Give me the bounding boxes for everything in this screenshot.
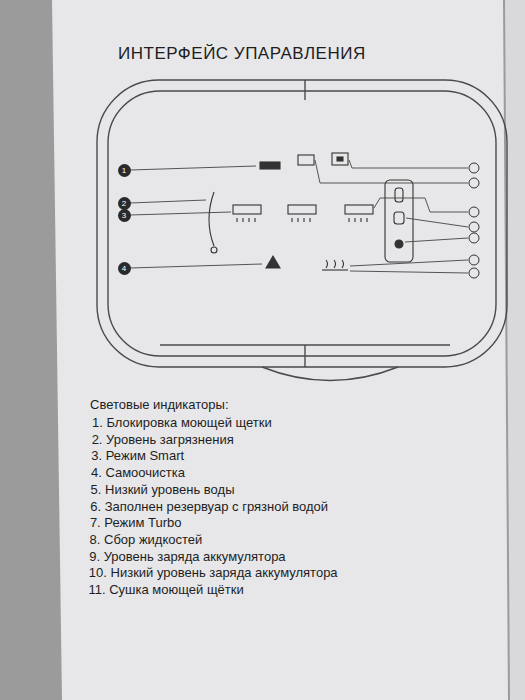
callout-number: 4 (118, 262, 131, 275)
paper-page (52, 0, 508, 700)
list-item: 9. Уровень заряда аккумулятора (89, 549, 285, 565)
list-item: 11. Сушка моющей щётки (89, 582, 244, 598)
callout-number: 2 (118, 197, 131, 210)
list-item: 2. Уровень загрязнения (92, 432, 234, 448)
leader-lines (130, 160, 468, 273)
list-item: 3. Режим Smart (91, 448, 184, 464)
callout-number: 1 (118, 164, 131, 177)
indicator-icons (209, 153, 413, 270)
callout-circles (469, 163, 479, 278)
list-heading: Световые индикаторы: (90, 397, 229, 413)
next-page (505, 0, 525, 700)
page-title: ИНТЕРФЕЙС УПАРАВЛЕНИЯ (118, 44, 366, 64)
list-item: 5. Низкий уровень воды (91, 482, 235, 498)
list-item: 10. Низкий уровень заряда аккумулятора (89, 565, 338, 581)
list-item: 8. Сбор жидкостей (90, 532, 203, 548)
list-item: 7. Режим Turbo (90, 515, 182, 531)
list-item: 6. Заполнен резервуар с грязной водой (90, 499, 328, 515)
list-item: 1. Блокировка моющей щетки (92, 415, 272, 431)
list-item: 4. Самоочистка (91, 465, 185, 481)
callout-number: 3 (118, 209, 131, 222)
panel-outline (97, 80, 507, 381)
